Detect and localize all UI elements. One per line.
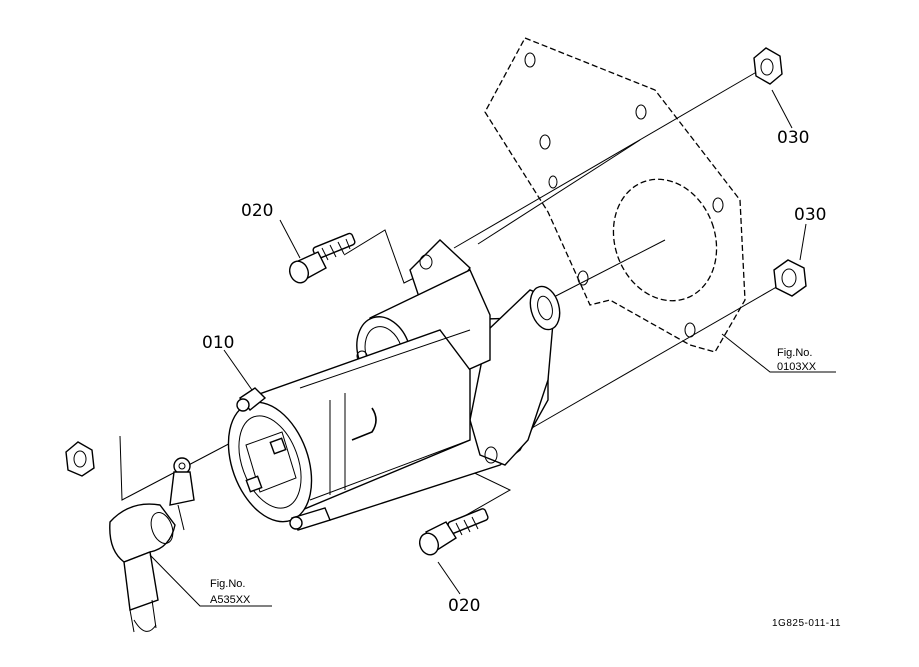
callout-020-lower: 020 [448,596,480,616]
terminal-cable [109,457,195,633]
starter-motor [227,239,561,531]
bolt-lower-part [418,508,489,556]
bolt-upper-part [288,232,356,284]
callout-leaders [149,89,836,607]
callout-010-starter: 010 [202,333,234,353]
ref-cable-fig-number: A535XX [210,594,251,606]
callout-020-upper: 020 [241,201,273,221]
callout-030-mid: 030 [794,205,826,225]
ref-cable-fig-label: Fig.No. [210,578,245,590]
nut-top-part [753,47,783,85]
drawing-code: 1G825-011-11 [772,618,841,629]
ref-plate-fig-label: Fig.No. [777,347,812,359]
nut-left-part [65,441,95,477]
nut-mid-part [773,259,807,297]
ref-plate-fig-number: 0103XX [777,361,817,373]
callout-030-top: 030 [777,128,809,148]
